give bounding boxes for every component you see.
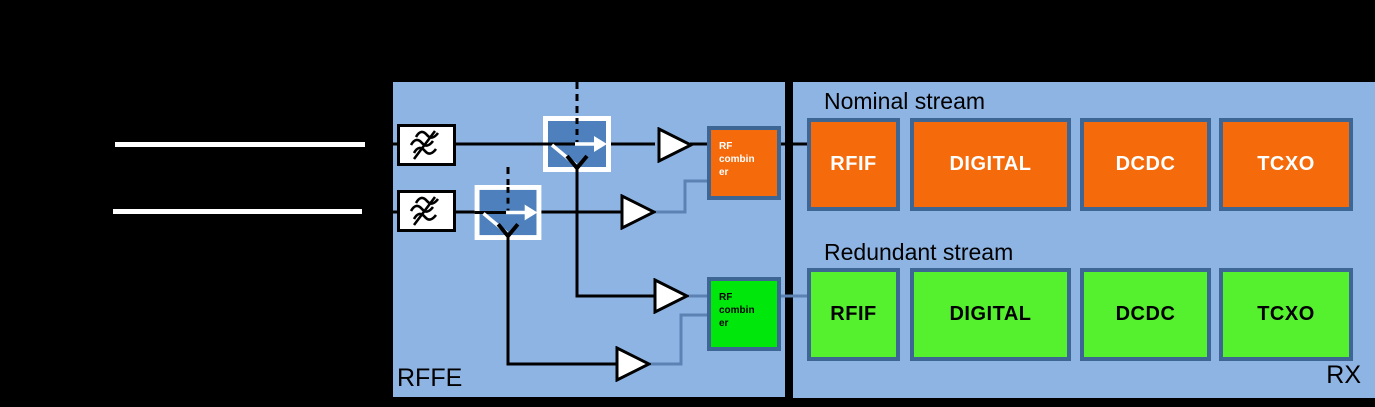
bandpass-filter-icon — [397, 124, 456, 166]
signal-line-switch2-down — [506, 238, 617, 366]
redundant-stream-title: Redundant stream — [824, 239, 1014, 265]
amplifier-triangle — [615, 346, 651, 382]
nominal-tcxo-block: TCXO — [1219, 118, 1353, 211]
amplifier-triangle — [653, 278, 689, 314]
antenna-input-line-1 — [115, 142, 365, 147]
amplifier-triangle — [620, 194, 656, 230]
antenna-input-line-2 — [113, 209, 362, 214]
filter-slash — [412, 196, 437, 226]
block-label: RFIF — [830, 153, 877, 175]
bandpass-filter-icon — [397, 190, 456, 232]
signal-line-amp4-to-combiner — [650, 313, 709, 366]
block-label: DCDC — [1115, 303, 1176, 325]
amplifier-icon — [620, 194, 656, 230]
nominal-rf-combiner: RF combiner — [707, 126, 781, 200]
block-label: DCDC — [1115, 153, 1176, 175]
redundant-digital-block: DIGITAL — [910, 268, 1071, 361]
filter-box — [397, 124, 456, 166]
nominal-digital-block: DIGITAL — [910, 118, 1071, 211]
nominal-dcdc-block: DCDC — [1080, 118, 1211, 211]
amplifier-triangle — [657, 127, 693, 163]
filter-wave-1 — [414, 196, 440, 205]
block-label: DIGITAL — [949, 303, 1032, 325]
filter-wave-2 — [409, 204, 435, 213]
redundant-rfif-block: RFIF — [807, 268, 900, 361]
block-label: TCXO — [1257, 153, 1315, 175]
redundant-tcxo-block: TCXO — [1219, 268, 1353, 361]
redundant-dcdc-block: DCDC — [1080, 268, 1211, 361]
nominal-rfif-block: RFIF — [807, 118, 900, 211]
amplifier-icon — [653, 278, 689, 314]
block-label: TCXO — [1257, 303, 1315, 325]
signal-line-amp2-to-combiner — [653, 179, 709, 214]
rf-switch-icon — [474, 185, 542, 240]
amplifier-icon — [657, 127, 693, 163]
filter-wave-3 — [412, 146, 438, 155]
filter-slash — [412, 130, 437, 160]
switch-white-arrowhead — [524, 204, 538, 221]
redundant-rf-combiner: RF combiner — [707, 277, 781, 351]
nominal-stream-title: Nominal stream — [824, 88, 986, 114]
filter-wave-3 — [412, 212, 438, 221]
switch-white-arrowhead — [594, 136, 607, 152]
rx-panel-label: RX — [1326, 361, 1361, 389]
filter-wave-1 — [414, 130, 440, 139]
rffe-panel-label: RFFE — [397, 364, 463, 392]
filter-wave-2 — [409, 138, 435, 147]
block-label: DIGITAL — [949, 153, 1032, 175]
rf-combiner-label: RF combiner — [719, 141, 755, 178]
block-label: RFIF — [830, 303, 877, 325]
signal-line-switch1-down — [575, 170, 655, 298]
rf-combiner-label: RF combiner — [719, 292, 755, 329]
amplifier-icon — [615, 346, 651, 382]
rf-switch-icon — [543, 116, 611, 172]
